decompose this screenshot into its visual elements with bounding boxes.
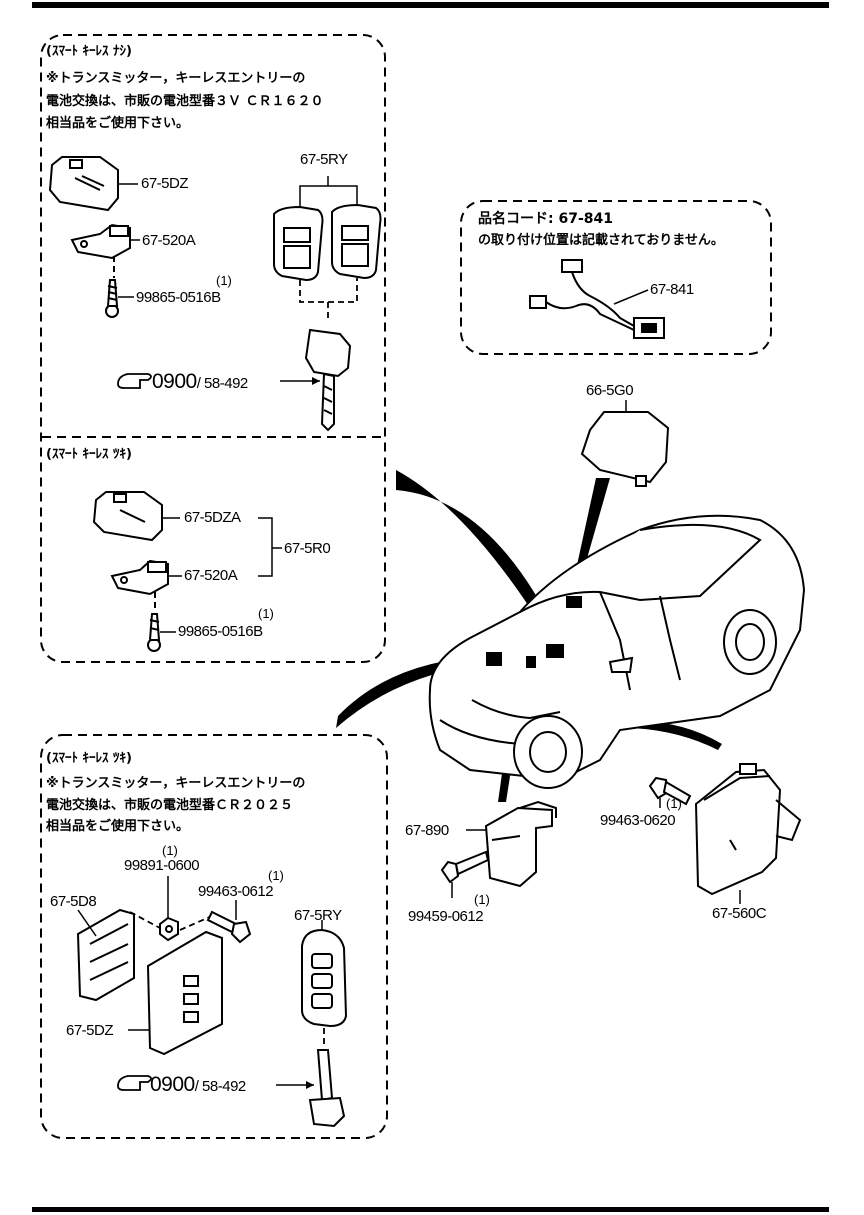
label-67-5dz: 67-5DZ [141,175,189,192]
car-icon [428,514,806,789]
control-module-icon [694,763,802,896]
box-smart-keyless [40,734,388,1139]
ref-0900-1: 0900/ 58-492 [152,371,248,392]
leader-67-5d8 [77,909,97,937]
label-67-560c: 67-560C [712,905,767,922]
ref-sub-1: / 58-492 [196,375,249,392]
qty-99891: (1) [162,843,178,858]
label-67-5ry-2: 67-5RY [294,907,342,924]
keyless-unit-icon [48,156,119,212]
wire-harness-icon [529,259,665,339]
label-67-5ry: 67-5RY [300,151,348,168]
leader-67-5ry [299,176,358,207]
box-harness-note [460,200,772,355]
qty-99865: (1) [216,273,232,288]
box1-heading: (ｽﾏｰﾄ ｷｰﾚｽ ﾅｼ) [46,44,132,59]
transmitter-pair-icon [273,203,382,282]
label-67-841: 67-841 [650,281,694,298]
hand-pointer-icon-1 [117,373,152,389]
ref-sub-2: / 58-492 [194,1078,247,1095]
antenna-module-icon [580,411,670,487]
bolt-icon-2 [648,776,692,806]
label-67-890: 67-890 [405,822,449,839]
label-67-5d8: 67-5D8 [50,893,97,910]
nut-icon [159,916,179,942]
box1-note-line-2: 電池交換は、市販の電池型番３Ｖ ＣＲ１６２０ [46,94,324,109]
bracket-icon-2 [110,559,169,596]
smart-key-icon [301,928,348,1028]
arrow-ref-1 [312,377,320,385]
top-rule [32,2,829,8]
box1-note-line-3: 相当品をご使用下さい。 [46,116,190,131]
bracket-icon [70,223,131,260]
label-67-520a: 67-520A [142,232,196,249]
label-99463-0612: 99463-0612 [198,883,274,900]
box1-note-line-1: ※トランスミッター，キーレスエントリーの [46,71,306,86]
dash-key-1 [299,278,358,322]
leader-67-841 [613,289,649,305]
box3-note-line-3: 相当品をご使用下さい。 [46,819,190,834]
harness-note-line-2: の取り付け位置は記載されておりません。 [478,233,724,248]
box-keyless-none [40,34,386,663]
car-module-marks [486,596,582,668]
screw-icon-2 [147,613,161,652]
screw-icon [105,279,119,318]
bolt-icon-3 [206,910,252,944]
dash-nut [129,911,161,929]
bolt-icon-1 [440,850,490,884]
smart-control-unit-icon [146,930,223,1056]
ref-0900-2: 0900/ 58-492 [150,1074,246,1095]
arrow-ref-2 [306,1081,314,1089]
label-99891-0600: 99891-0600 [124,857,200,874]
label-99865-0516b: 99865-0516B [136,289,221,306]
qty-99463-0620: (1) [666,796,682,811]
label-99459-0612: 99459-0612 [408,908,484,925]
ref-main-2: 0900 [150,1073,195,1096]
label-67-5r0: 67-5R0 [284,540,331,557]
receiver-bracket-icon [76,908,135,1002]
box2-heading: (ｽﾏｰﾄ ｷｰﾚｽ ﾂｷ) [46,447,132,462]
label-67-5dz-2: 67-5DZ [66,1022,114,1039]
label-99865-0516b-2: 99865-0516B [178,623,263,640]
box3-heading: (ｽﾏｰﾄ ｷｰﾚｽ ﾂｷ) [46,751,132,766]
qty-99463-0612: (1) [268,868,284,883]
hand-pointer-icon-2 [117,1075,152,1091]
keyless-unit-icon-2 [92,491,163,542]
harness-note-line-1: 品名コード: 67-841 [478,211,613,227]
label-66-5g0: 66-5G0 [586,382,634,399]
ref-main-1: 0900 [152,370,197,393]
dash-bolt-3 [179,915,213,931]
label-67-5dza: 67-5DZA [184,509,241,526]
qty-99459: (1) [474,892,490,907]
key-icon [304,328,352,432]
emergency-key-icon [308,1049,346,1128]
box3-note-line-1: ※トランスミッター，キーレスエントリーの [46,776,306,791]
bottom-rule [32,1207,829,1212]
bracket-67-5r0 [258,517,282,577]
label-99463-0620: 99463-0620 [600,812,676,829]
sensor-bracket-icon [484,800,557,888]
box3-note-line-2: 電池交換は、市販の電池型番ＣＲ２０２５ [46,798,294,813]
label-67-520a-2: 67-520A [184,567,238,584]
qty-99865-2: (1) [258,606,274,621]
